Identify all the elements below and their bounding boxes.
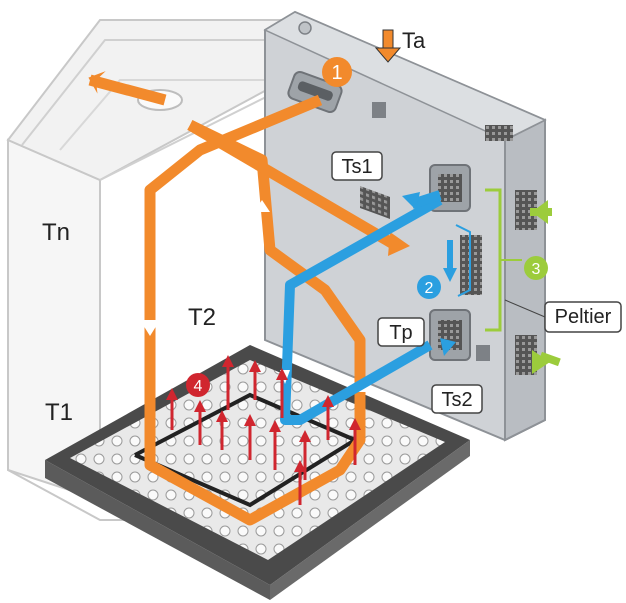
fan-vent-lower — [515, 335, 537, 375]
peltier-leader — [504, 299, 546, 318]
blue-arrowhead-upper — [402, 192, 420, 210]
svg-text:Tp: Tp — [389, 322, 412, 344]
svg-text:3: 3 — [532, 261, 541, 278]
orange-arrowhead-right — [388, 232, 410, 256]
label-ta: Ta — [402, 28, 426, 53]
label-tp: Tp — [377, 317, 425, 347]
sensor-ts2 — [476, 345, 490, 361]
orange-flow-chevron — [140, 320, 160, 336]
fan-vent-upper — [515, 190, 537, 230]
label-ts2: Ts2 — [431, 384, 483, 414]
blue-bracket — [455, 224, 471, 297]
blue-arrowhead-down — [443, 268, 457, 282]
heat-arrows — [170, 365, 357, 505]
svg-text:1: 1 — [331, 62, 342, 84]
heat-arrowheads — [166, 355, 361, 472]
svg-text:4: 4 — [194, 378, 203, 395]
label-peltier: Peltier — [544, 301, 622, 333]
top-vent — [360, 186, 390, 219]
svg-text:2: 2 — [425, 280, 434, 297]
label-ts1: Ts1 — [331, 151, 383, 181]
label-t2: T2 — [188, 304, 216, 331]
green-arrowhead-out — [532, 350, 550, 374]
rear-panel — [263, 10, 547, 442]
chamber-outline — [6, 19, 286, 521]
marker-4: 4 — [186, 373, 210, 397]
label-tn: Tn — [42, 219, 70, 246]
orange-airflow — [88, 74, 398, 526]
svg-text:Ts2: Ts2 — [441, 389, 472, 411]
orange-arrowhead-out — [88, 71, 106, 94]
green-arrowhead-in — [532, 200, 548, 224]
marker-3: 3 — [524, 256, 548, 280]
sensor-ts1 — [372, 102, 386, 118]
marker-2: 2 — [417, 275, 441, 299]
label-t1: T1 — [45, 399, 73, 426]
blue-arrowhead-lower — [440, 338, 456, 356]
svg-text:Ts1: Ts1 — [341, 156, 372, 178]
orange-flow-chevron-2 — [254, 200, 270, 212]
peltier-bracket — [485, 188, 561, 374]
svg-text:Peltier: Peltier — [555, 306, 612, 328]
ambient-inlet-arrow — [374, 29, 402, 63]
marker-1: 1 — [322, 57, 352, 87]
side-vent — [485, 125, 513, 141]
